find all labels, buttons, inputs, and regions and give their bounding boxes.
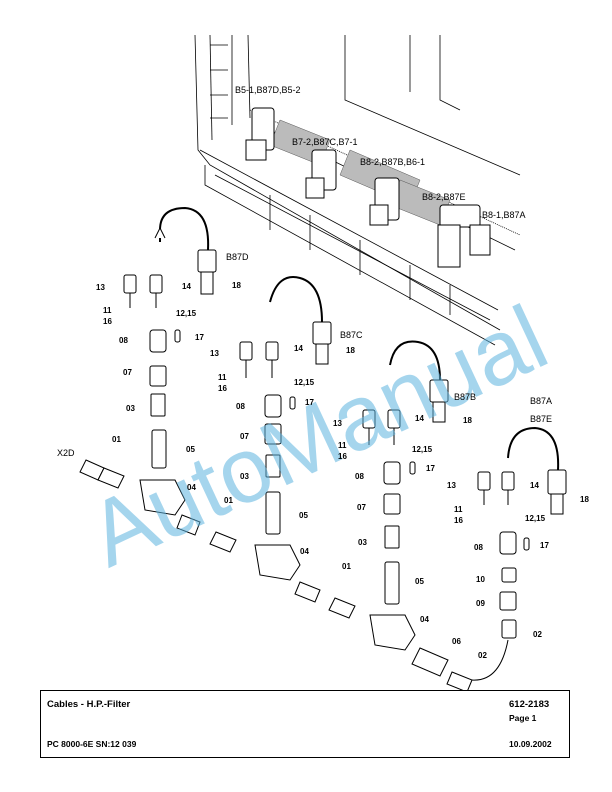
model-serial: PC 8000-6E SN:12 039: [47, 739, 137, 749]
label-14d: 14: [530, 481, 539, 490]
label-16d: 16: [454, 516, 463, 525]
grating-hatch: [269, 119, 451, 226]
plug-connectors: [123, 274, 515, 505]
label-18: 18: [232, 281, 241, 290]
label-12-15: 12,15: [176, 309, 197, 318]
fitting-stacks: [149, 329, 530, 639]
label-14c: 14: [415, 414, 424, 423]
label-14: 14: [182, 282, 191, 291]
label-07: 07: [123, 368, 132, 377]
label-03c: 03: [358, 538, 367, 547]
tee-fittings: [79, 459, 509, 690]
parts-diagram: AutoManual B5-1,B87D,B5-2 B7-2,B87C,B7-1…: [57, 34, 589, 690]
page-indicator: Page 1: [509, 713, 537, 723]
label-11d: 11: [454, 505, 463, 514]
label-13: 13: [96, 283, 105, 292]
label-16b: 16: [218, 384, 227, 393]
label-02b: 02: [533, 630, 542, 639]
label-x2d: X2D: [57, 448, 75, 458]
label-17b: 17: [305, 398, 314, 407]
label-05: 05: [186, 445, 195, 454]
label-11c: 11: [338, 441, 347, 450]
label-03b: 03: [240, 472, 249, 481]
label-07b: 07: [240, 432, 249, 441]
title-block: Cables - H.P.-Filter 612-2183 Page 1 PC …: [40, 690, 570, 758]
label-17: 17: [195, 333, 204, 342]
label-17c: 17: [426, 464, 435, 473]
pressure-sensors: [154, 206, 567, 515]
label-12-15c: 12,15: [412, 445, 433, 454]
label-04c: 04: [420, 615, 429, 624]
label-b5: B5-1,B87D,B5-2: [235, 85, 301, 95]
label-13d: 13: [447, 481, 456, 490]
label-b8e: B8-2,B87E: [422, 192, 466, 202]
label-b8a: B8-1,B87A: [482, 210, 526, 220]
document-date: 10.09.2002: [509, 739, 552, 749]
label-01: 01: [112, 435, 121, 444]
label-18c: 18: [463, 416, 472, 425]
label-12-15b: 12,15: [294, 378, 315, 387]
label-10: 10: [476, 575, 485, 584]
label-16: 16: [103, 317, 112, 326]
label-07c: 07: [357, 503, 366, 512]
label-08c: 08: [355, 472, 364, 481]
label-03: 03: [126, 404, 135, 413]
document-title: Cables - H.P.-Filter: [47, 699, 131, 710]
label-08b: 08: [236, 402, 245, 411]
label-b87e: B87E: [530, 414, 552, 424]
machine-frame: [194, 34, 521, 346]
label-b87b: B87B: [454, 392, 476, 402]
label-18d: 18: [580, 495, 589, 504]
part-number: 612-2183: [509, 699, 550, 710]
label-08: 08: [119, 336, 128, 345]
label-17d: 17: [540, 541, 549, 550]
label-01c: 01: [342, 562, 351, 571]
label-18b: 18: [346, 346, 355, 355]
label-01b: 01: [224, 496, 233, 505]
label-16c: 16: [338, 452, 347, 461]
label-04: 04: [187, 483, 196, 492]
label-12-15d: 12,15: [525, 514, 546, 523]
label-11: 11: [103, 306, 112, 315]
callout-labels: B5-1,B87D,B5-2 B7-2,B87C,B7-1 B8-2,B87B,…: [57, 85, 589, 660]
label-b7: B7-2,B87C,B7-1: [292, 137, 358, 147]
label-b87d: B87D: [226, 252, 249, 262]
label-06: 06: [452, 637, 461, 646]
label-b87a: B87A: [530, 396, 552, 406]
label-02: 02: [478, 651, 487, 660]
label-13c: 13: [333, 419, 342, 428]
label-04b: 04: [300, 547, 309, 556]
label-05c: 05: [415, 577, 424, 586]
label-b87c: B87C: [340, 330, 363, 340]
label-08d: 08: [474, 543, 483, 552]
label-09: 09: [476, 599, 485, 608]
label-13b: 13: [210, 349, 219, 358]
label-14b: 14: [294, 344, 303, 353]
frame-sensors: [245, 107, 491, 268]
label-b6: B8-2,B87B,B6-1: [360, 157, 425, 167]
label-05b: 05: [299, 511, 308, 520]
label-11b: 11: [218, 373, 227, 382]
